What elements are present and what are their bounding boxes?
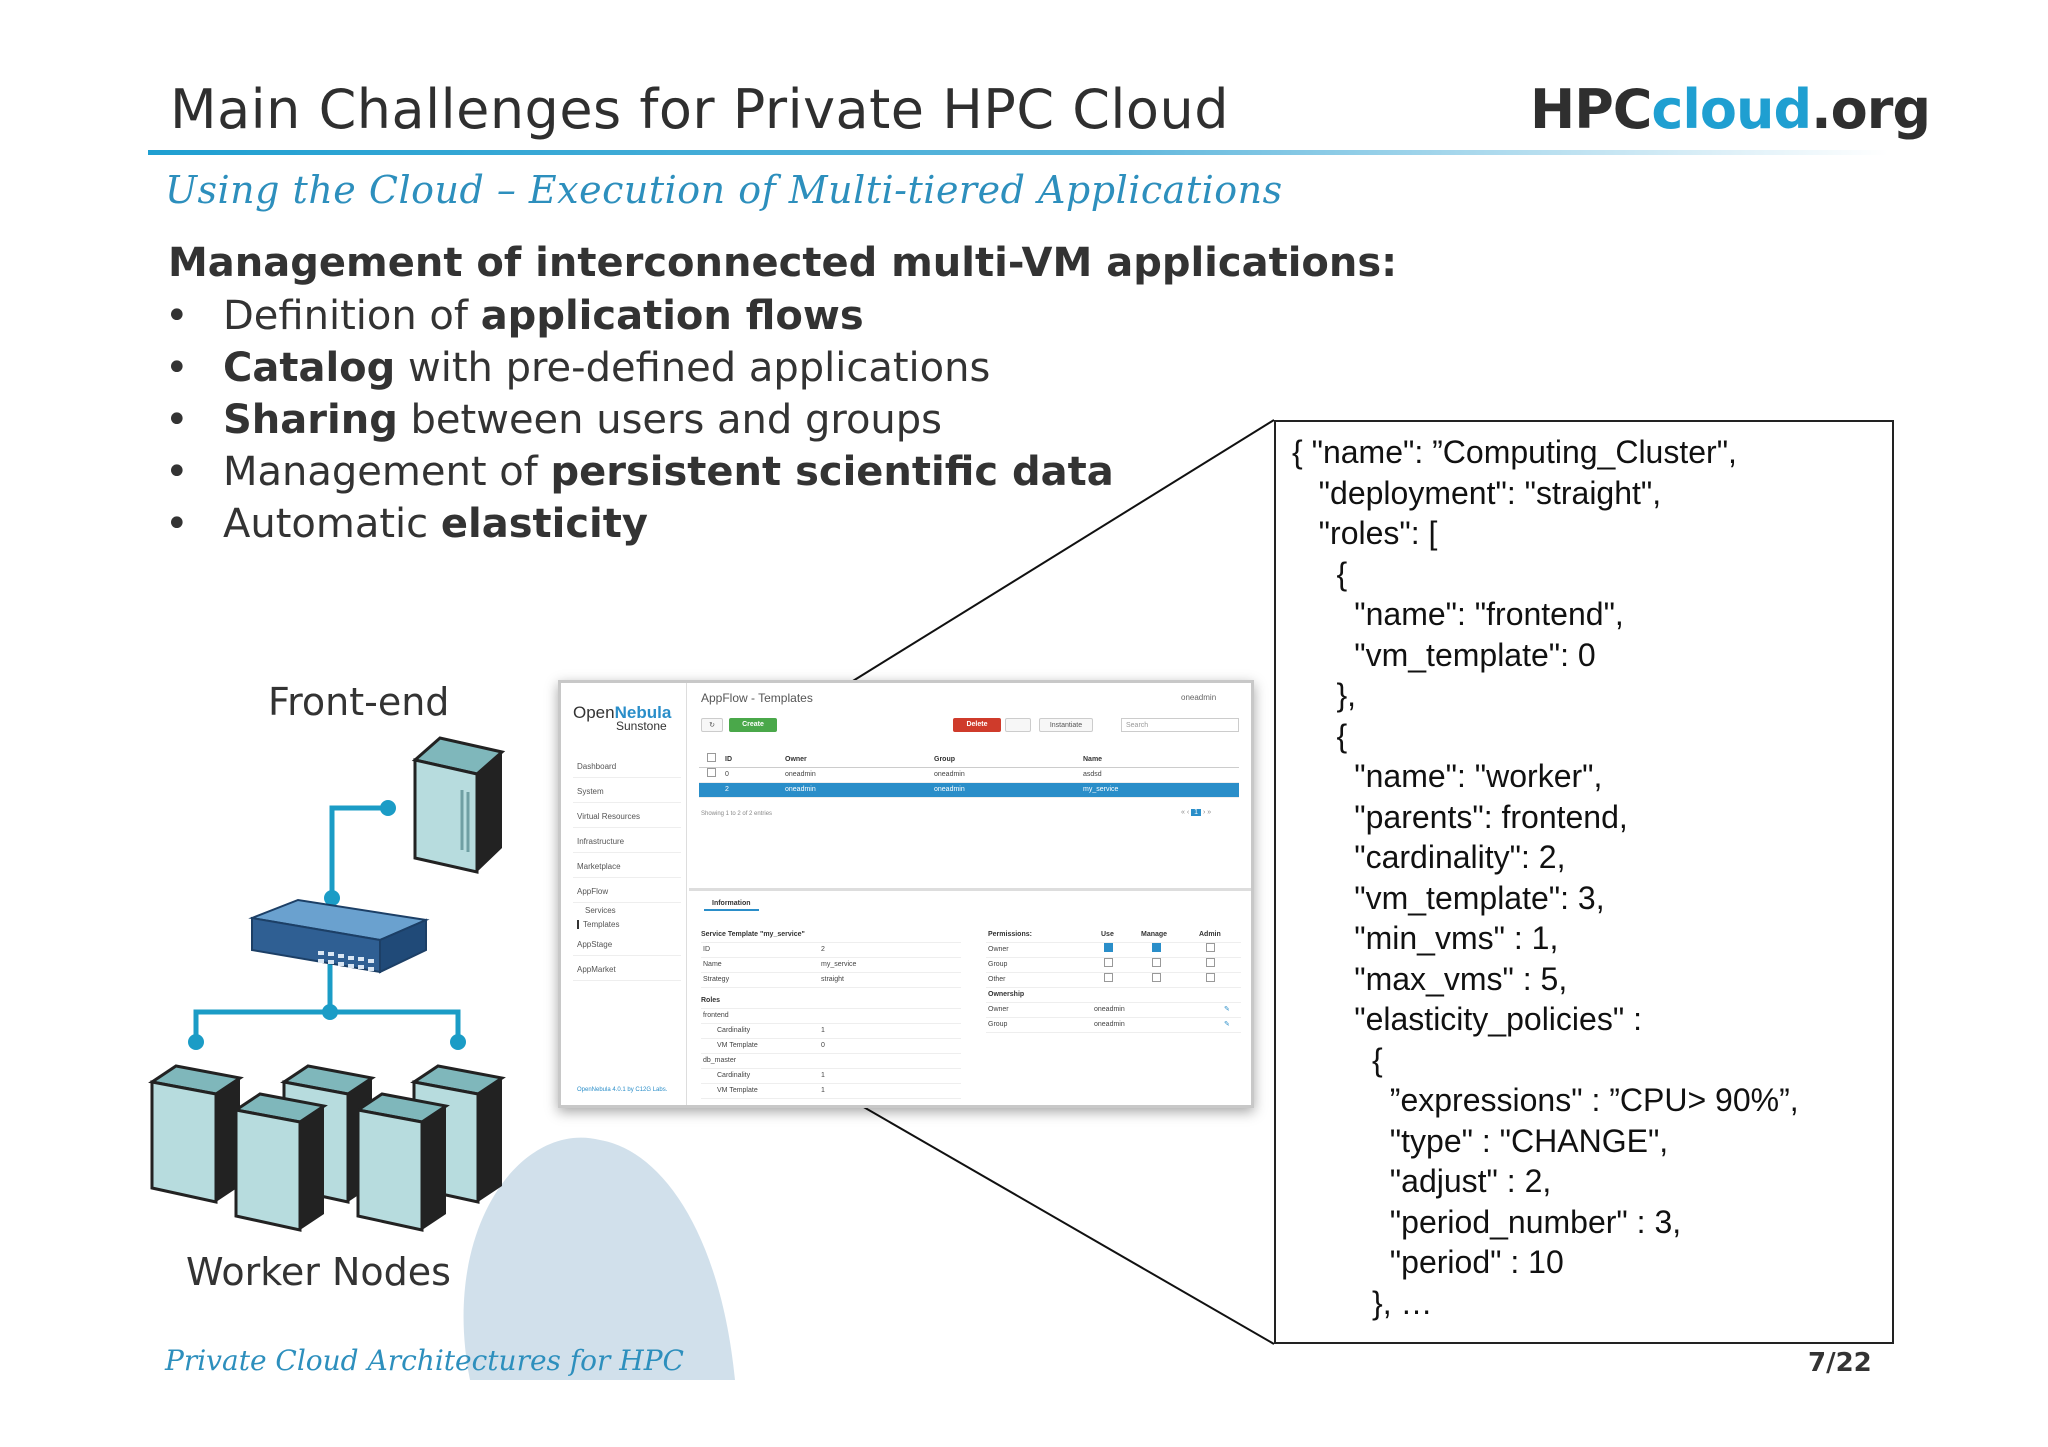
bullet-item: Management of persistent scientific data bbox=[165, 446, 1114, 498]
worker-server-icon bbox=[232, 1092, 328, 1232]
callout-line-top bbox=[847, 419, 1275, 685]
nav-appflow[interactable]: AppFlow bbox=[573, 880, 681, 903]
tab-information[interactable]: Information bbox=[704, 898, 759, 911]
nav-dashboard[interactable]: Dashboard bbox=[573, 755, 681, 778]
pagination[interactable]: « ‹ 1 › » bbox=[1181, 809, 1212, 816]
table-row[interactable]: 0 oneadmin oneadmin asdsd bbox=[699, 768, 1239, 783]
edit-owner-icon[interactable]: ✎ bbox=[1224, 1006, 1230, 1013]
background-blob bbox=[463, 1137, 735, 1380]
page-number: 7/22 bbox=[1808, 1348, 1872, 1378]
nav-appmarket[interactable]: AppMarket bbox=[573, 958, 681, 981]
bullet-item: Sharing between users and groups bbox=[165, 394, 1114, 446]
nav-marketplace[interactable]: Marketplace bbox=[573, 855, 681, 878]
refresh-button[interactable]: ↻ bbox=[701, 718, 723, 732]
bullet-item: Catalog with pre-defined applications bbox=[165, 342, 1114, 394]
bullet-list: Definition of application flows Catalog … bbox=[165, 290, 1114, 550]
change-owner-button[interactable] bbox=[1005, 718, 1031, 732]
frontend-label: Front-end bbox=[268, 680, 450, 724]
service-template-json-box: { "name": ”Computing_Cluster", "deployme… bbox=[1274, 420, 1894, 1344]
nav-virtual-resources[interactable]: Virtual Resources bbox=[573, 805, 681, 828]
frontend-server-icon bbox=[411, 736, 506, 874]
delete-button[interactable]: Delete bbox=[953, 718, 1001, 732]
appflow-page-title: AppFlow - Templates bbox=[701, 691, 813, 705]
logo-part-hpc: HPC bbox=[1530, 78, 1652, 141]
logo-part-cloud: cloud bbox=[1651, 78, 1812, 141]
search-input[interactable]: Search bbox=[1121, 718, 1239, 732]
table-row-selected[interactable]: 2 oneadmin oneadmin my_service bbox=[699, 783, 1239, 798]
slide-title: Main Challenges for Private HPC Cloud bbox=[170, 78, 1229, 141]
opennebula-screenshot: OpenNebula Sunstone Dashboard System Vir… bbox=[558, 680, 1254, 1108]
slide-subtitle: Using the Cloud – Execution of Multi-tie… bbox=[165, 168, 1283, 212]
bullet-item: Automatic elasticity bbox=[165, 498, 1114, 550]
slide-footer: Private Cloud Architectures for HPC bbox=[165, 1344, 684, 1377]
worker-nodes-label: Worker Nodes bbox=[186, 1250, 451, 1294]
callout-line-bottom bbox=[847, 1097, 1275, 1345]
network-switch-icon bbox=[248, 898, 430, 974]
sunstone-label: Sunstone bbox=[616, 719, 667, 733]
templates-table: ID Owner Group Name 0 oneadmin oneadmin … bbox=[699, 753, 1239, 798]
instantiate-button[interactable]: Instantiate bbox=[1039, 718, 1093, 732]
user-menu[interactable]: oneadmin bbox=[1181, 693, 1217, 702]
service-template-json: { "name": ”Computing_Cluster", "deployme… bbox=[1292, 434, 1799, 1321]
edit-group-icon[interactable]: ✎ bbox=[1224, 1021, 1230, 1028]
sunstone-footer: OpenNebula 4.0.1 by C12G Labs. bbox=[577, 1087, 668, 1093]
table-header: ID Owner Group Name bbox=[699, 753, 1239, 768]
nav-appstage[interactable]: AppStage bbox=[573, 933, 681, 956]
section-heading: Management of interconnected multi-VM ap… bbox=[168, 240, 1398, 286]
worker-server-icon bbox=[148, 1064, 244, 1204]
nav-templates[interactable]: Templates bbox=[577, 920, 619, 929]
bullet-item: Definition of application flows bbox=[165, 290, 1114, 342]
create-button[interactable]: Create bbox=[729, 718, 777, 732]
nav-services[interactable]: Services bbox=[585, 906, 616, 915]
title-rule bbox=[148, 150, 1888, 155]
panel-divider[interactable] bbox=[689, 888, 1251, 891]
nav-system[interactable]: System bbox=[573, 780, 681, 803]
hpccloud-logo: HPCcloud.org bbox=[1530, 78, 1931, 141]
logo-part-org: .org bbox=[1811, 78, 1931, 141]
opennebula-logo: OpenNebula bbox=[573, 703, 672, 722]
nav-infrastructure[interactable]: Infrastructure bbox=[573, 830, 681, 853]
entries-info: Showing 1 to 2 of 2 entries bbox=[701, 811, 773, 817]
worker-server-icon bbox=[354, 1092, 450, 1232]
sunstone-sidebar: OpenNebula Sunstone Dashboard System Vir… bbox=[561, 683, 687, 1105]
